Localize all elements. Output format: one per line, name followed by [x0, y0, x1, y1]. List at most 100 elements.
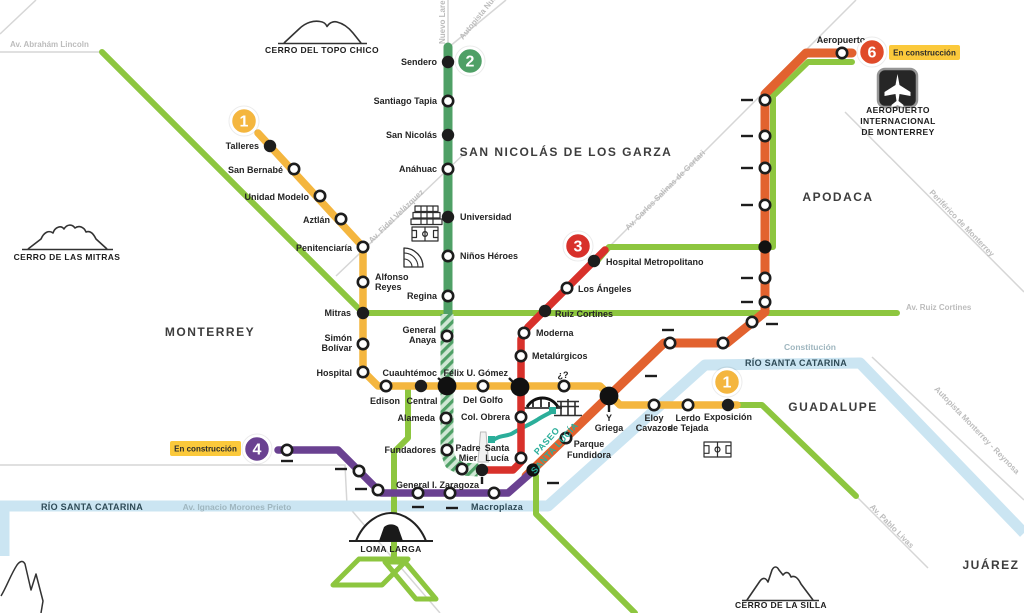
station-label-central: Central: [406, 396, 437, 406]
station-del-golfo: [476, 379, 490, 393]
station-unnamed: [758, 240, 772, 254]
paseo-canal-icon: [549, 407, 556, 414]
bridge-icon: [525, 396, 560, 408]
cerro-la-silla-icon: [742, 566, 819, 602]
station-label-universidad: Universidad: [460, 212, 512, 222]
construction-badge: En construcción: [889, 45, 960, 60]
station-ruiz-cortines: [538, 304, 552, 318]
road-label: Nuevo Laredo: [438, 0, 447, 44]
construction-badge-label: En construcción: [893, 49, 956, 58]
station-unnamed: [526, 463, 540, 477]
station-label-alfonso-reyes: Reyes: [375, 282, 402, 292]
city-label-monterrey: MONTERREY: [165, 325, 255, 339]
station-label-regina: Regina: [407, 291, 438, 301]
road-label: Av. Abrahám Lincoln: [10, 40, 89, 49]
station-felix-u-gomez: [510, 377, 530, 397]
station-label-ruiz-cortines: Ruiz Cortines: [555, 309, 613, 319]
river-label-constitucion: Constitución: [784, 342, 836, 352]
station-label-general-anaya: Anaya: [409, 335, 437, 345]
soccer-field-icon: [411, 226, 439, 242]
construction-badge: En construcción: [170, 441, 241, 456]
horno3-furnace-icon: [554, 399, 582, 417]
station-alameda: [439, 411, 453, 425]
city-label-san-nicolas-de-los-garza: SAN NICOLÁS DE LOS GARZA: [460, 144, 673, 159]
road-label: Av. Ruiz Cortines: [906, 303, 972, 312]
baseball-field-icon: [403, 252, 419, 268]
station-label-parque-fundidora: Parque: [574, 439, 605, 449]
paseo-canal-icon: [490, 409, 555, 443]
bridge-icon: [523, 396, 562, 409]
station-label-unnamed: ¿?: [558, 370, 569, 380]
paseo-canal-icon: [488, 436, 495, 443]
line-badge-number: 1: [240, 114, 249, 131]
station-label-general-i-zaragoza: General I. Zaragoza: [396, 480, 480, 490]
station-regina: [441, 289, 455, 303]
line-badge-number: 1: [723, 375, 732, 392]
soccer-field-icon: [411, 226, 439, 242]
line-badge-ring: [228, 105, 260, 137]
station-label-simon-bolivar: Bolívar: [321, 343, 352, 353]
construction-badge-bg: [170, 441, 241, 456]
road-label: Autopista Nuevo Laredo: [458, 0, 523, 41]
station-label-santiago-tapia: Santiago Tapia: [374, 96, 438, 106]
station-label-lerdo-de-tejada: de Tejada: [668, 423, 710, 433]
station-sendero: [441, 55, 455, 69]
station-label-san-nicolas: San Nicolás: [386, 130, 437, 140]
station-unidad-modelo: [313, 189, 327, 203]
station-talleres: [263, 139, 277, 153]
station-label-hospital-metropolitano: Hospital Metropolitano: [606, 257, 704, 267]
line-badge-1: 1: [228, 105, 260, 137]
green-route: [391, 387, 411, 561]
construction-badge-label: En construcción: [174, 445, 237, 454]
station-label-san-bernabe: San Bernabé: [228, 165, 283, 175]
green-route: [734, 402, 859, 499]
faro-del-comercio-icon: [477, 431, 489, 463]
line-badge-ring: [241, 433, 273, 465]
station-unnamed: [758, 271, 772, 285]
station-simon-bolivar: [356, 337, 370, 351]
station-san-nicolas: [441, 128, 455, 142]
station-unnamed: [716, 336, 730, 350]
road-line: [448, 0, 507, 48]
station-label-edison: Edison: [370, 396, 400, 406]
station-label-eloy-cavazos: Eloy: [644, 413, 663, 423]
station-moderna: [517, 326, 531, 340]
station-label-santa-lucia: Santa: [485, 443, 511, 453]
cerro-partial-icon: [0, 560, 44, 613]
line-1: [254, 129, 741, 409]
landmark-icons-layer: [0, 20, 919, 613]
airport-icon: [876, 67, 919, 109]
road-line: [844, 111, 1024, 293]
station-label-felix-u-gomez: Félix U. Gómez: [443, 368, 508, 378]
city-label-juarez: JUÁREZ: [962, 557, 1019, 572]
station-label-aeropuerto: Aeropuerto: [817, 35, 866, 45]
river-label-rio-santa-catarina: RÍO SANTA CATARINA: [41, 502, 143, 512]
faro-del-comercio-icon: [477, 431, 489, 463]
cerro-partial-icon: [0, 560, 44, 613]
station-unnamed: [352, 464, 366, 478]
station-label-general-anaya: General: [402, 325, 436, 335]
road-line: [0, 0, 37, 35]
stadium-bleachers-icon: [420, 206, 434, 224]
road-label: Periférico de Monterrey: [928, 188, 997, 259]
construction-badge-bg: [889, 45, 960, 60]
station-label-fundadores: Fundadores: [384, 445, 436, 455]
line-badge-ring: [562, 230, 594, 262]
airport-icon: [884, 74, 911, 107]
station-unnamed: [758, 129, 772, 143]
station-anahuac: [441, 162, 455, 176]
line-badge-ring: [856, 36, 888, 68]
station-label-padre-mier: Mier: [459, 453, 478, 463]
line-badge-circle: [242, 434, 272, 464]
line-badge-circle: [712, 367, 742, 397]
station-label-parque-fundidora: Fundidora: [567, 450, 612, 460]
station-exposicion: [721, 398, 735, 412]
road-line: [855, 495, 929, 569]
station-unnamed: [411, 486, 425, 500]
horno3-furnace-icon: [554, 399, 582, 417]
